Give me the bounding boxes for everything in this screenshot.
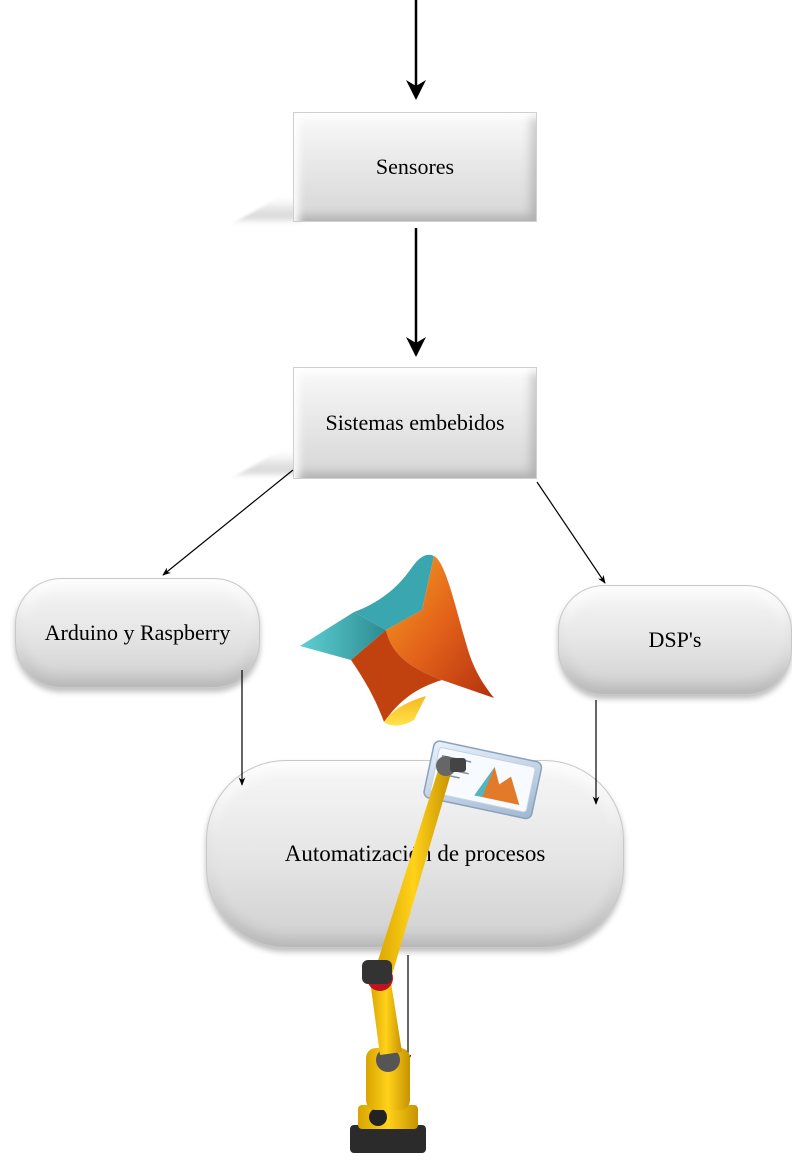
industrial-robot-icon <box>350 740 543 1153</box>
matlab-logo-icon <box>300 554 494 726</box>
node-arduino-raspberry: Arduino y Raspberry <box>15 578 260 688</box>
node-label-sistemas-embebidos: Sistemas embebidos <box>325 410 505 435</box>
edge-sistemas-to-dsp <box>536 481 606 584</box>
node-label-dsp: DSP's <box>648 627 702 652</box>
node-sensores: Sensores <box>293 112 537 222</box>
node-dsp: DSP's <box>558 585 792 695</box>
node-label-arduino-raspberry: Arduino y Raspberry <box>44 620 231 645</box>
edge-sistemas-to-arduino <box>162 469 294 576</box>
node-label-sensores: Sensores <box>375 154 455 179</box>
node-sistemas-embebidos: Sistemas embebidos <box>293 367 537 479</box>
